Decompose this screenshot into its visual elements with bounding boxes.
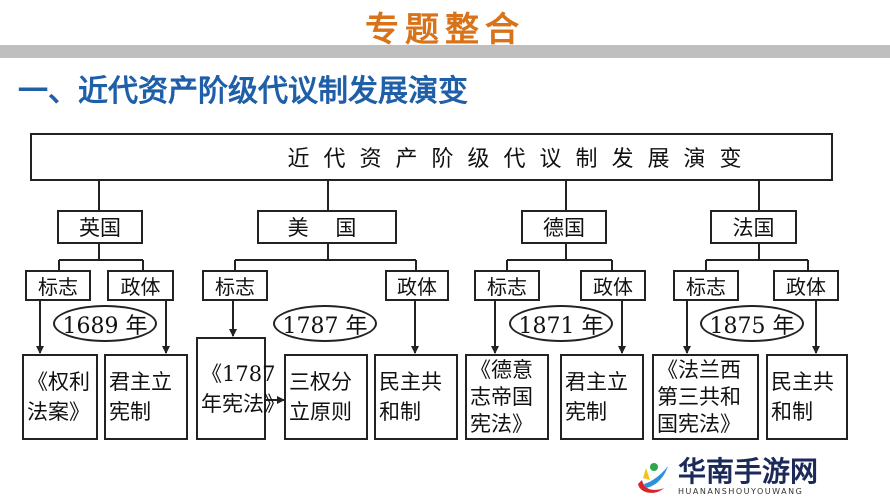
uk-sign-doc: 《权利法案》 — [27, 370, 90, 424]
root-box: 近代资产阶级代议制发展演变 — [30, 133, 833, 181]
country-uk-box: 英国 — [57, 210, 143, 244]
fr-year: 1875 年 — [709, 313, 795, 339]
uk-sign-doc-box: 《权利法案》 — [22, 354, 98, 440]
uk-year: 1689 年 — [62, 313, 148, 339]
us-year-ellipse: 1787 年 — [273, 305, 377, 342]
country-us-box: 美 国 — [257, 210, 397, 244]
fr-polity-box: 政体 — [773, 270, 839, 301]
section-title: 一、近代资产阶级代议制发展演变 — [18, 74, 468, 109]
de-polity-value: 君主立宪制 — [565, 370, 628, 424]
uk-sign-label: 标志 — [38, 275, 78, 299]
uk-polity-box: 政体 — [107, 270, 174, 301]
us-principle: 三权分立原则 — [289, 370, 352, 424]
country-fr-box: 法国 — [710, 210, 797, 244]
fr-polity-value: 民主共和制 — [771, 370, 834, 424]
root-label: 近代资产阶级代议制发展演变 — [287, 147, 756, 172]
de-sign-label: 标志 — [487, 275, 527, 299]
de-polity-box: 政体 — [580, 270, 646, 301]
us-sign-doc-box: 《1787年宪法》 — [196, 337, 285, 440]
us-sign-doc: 《1787年宪法》 — [201, 361, 285, 416]
fr-polity-value-box: 民主共和制 — [766, 354, 848, 440]
us-principle-box: 三权分立原则 — [284, 354, 368, 440]
watermark-swoosh-icon — [638, 463, 668, 493]
us-polity-label: 政体 — [397, 275, 437, 299]
fr-sign-box: 标志 — [673, 270, 739, 301]
country-us-label: 美 国 — [287, 216, 367, 240]
fr-year-ellipse: 1875 年 — [700, 305, 804, 342]
us-sign-label: 标志 — [215, 275, 255, 299]
de-polity-label: 政体 — [593, 275, 633, 299]
de-year: 1871 年 — [518, 313, 604, 339]
country-uk-label: 英国 — [79, 216, 121, 240]
de-polity-value-box: 君主立宪制 — [560, 354, 644, 440]
watermark-name: 华南手游网 — [678, 454, 819, 488]
uk-year-ellipse: 1689 年 — [53, 305, 157, 342]
us-polity-value-box: 民主共和制 — [374, 354, 458, 440]
fr-sign-doc: 《法兰西第三共和国宪法》 — [657, 357, 741, 436]
country-de-label: 德国 — [543, 216, 585, 240]
de-sign-box: 标志 — [474, 270, 540, 301]
us-sign-box: 标志 — [202, 270, 268, 301]
de-year-ellipse: 1871 年 — [509, 305, 613, 342]
watermark-subtitle: HUANANSHOUYOUWANG — [678, 486, 804, 496]
us-year: 1787 年 — [282, 313, 368, 339]
fr-sign-label: 标志 — [686, 275, 726, 299]
uk-polity-value-box: 君主立宪制 — [104, 354, 188, 440]
uk-polity-label: 政体 — [120, 275, 161, 299]
uk-polity-value: 君主立宪制 — [109, 370, 172, 424]
country-fr-label: 法国 — [732, 216, 775, 240]
uk-sign-box: 标志 — [25, 270, 91, 301]
country-de-box: 德国 — [521, 210, 607, 244]
us-polity-value: 民主共和制 — [379, 370, 442, 424]
de-sign-doc-box: 《德意志帝国宪法》 — [465, 354, 549, 440]
us-polity-box: 政体 — [385, 270, 449, 301]
fr-polity-label: 政体 — [786, 275, 826, 299]
page-header-title: 专题整合 — [365, 10, 525, 50]
de-sign-doc: 《德意志帝国宪法》 — [470, 357, 533, 436]
watermark-logo: 华南手游网 HUANANSHOUYOUWANG — [630, 454, 880, 498]
fr-sign-doc-box: 《法兰西第三共和国宪法》 — [652, 354, 759, 440]
header-divider — [0, 45, 890, 58]
